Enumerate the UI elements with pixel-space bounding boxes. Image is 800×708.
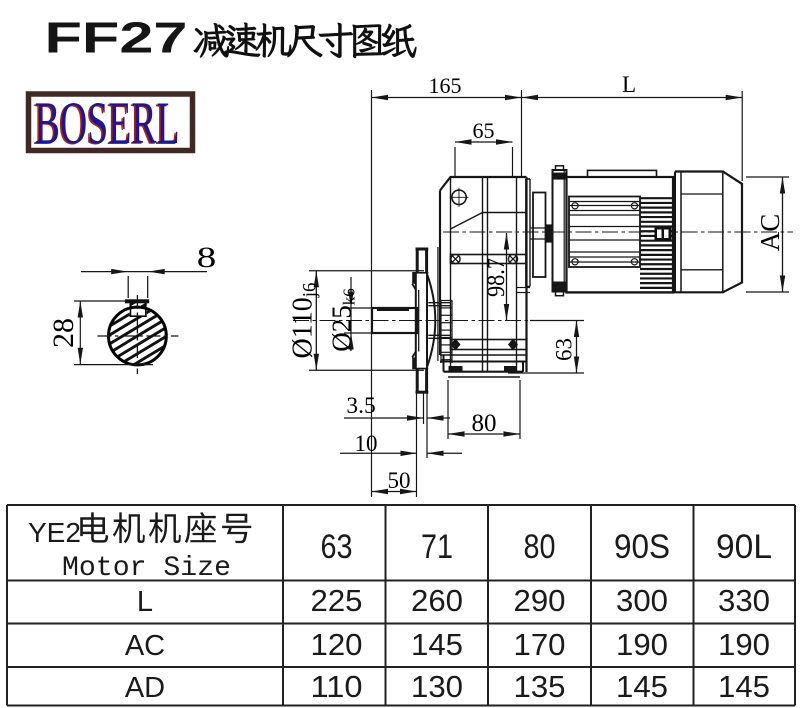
svg-text:71: 71: [421, 528, 453, 566]
svg-text:225: 225: [311, 583, 363, 618]
svg-text:130: 130: [411, 669, 463, 704]
svg-text:290: 290: [514, 583, 566, 618]
svg-text:190: 190: [616, 627, 668, 662]
svg-text:8: 8: [197, 240, 216, 274]
svg-text:50: 50: [388, 468, 411, 493]
svg-text:28: 28: [47, 318, 80, 348]
svg-text:90S: 90S: [614, 528, 670, 566]
svg-text:AC: AC: [125, 630, 165, 662]
svg-text:65: 65: [473, 118, 495, 143]
svg-text:10: 10: [355, 431, 378, 456]
svg-text:110: 110: [311, 669, 363, 704]
svg-text:FF27: FF27: [45, 14, 188, 63]
svg-text:BOSERL: BOSERL: [35, 89, 180, 156]
svg-text:145: 145: [616, 669, 668, 704]
svg-text:330: 330: [718, 583, 770, 618]
svg-text:AD: AD: [125, 672, 165, 704]
svg-text:120: 120: [311, 627, 363, 662]
svg-text:3.5: 3.5: [346, 393, 375, 419]
svg-text:260: 260: [411, 583, 463, 618]
svg-text:63: 63: [552, 338, 577, 361]
svg-text:BOSERL: BOSERL: [33, 90, 178, 157]
svg-text:L: L: [622, 72, 636, 97]
svg-text:98.7: 98.7: [483, 258, 510, 297]
svg-text:L: L: [137, 586, 153, 618]
svg-text:AC: AC: [755, 214, 785, 252]
svg-text:63: 63: [321, 528, 353, 566]
svg-text:165: 165: [429, 73, 462, 98]
svg-text:135: 135: [514, 669, 566, 704]
svg-text:145: 145: [718, 669, 770, 704]
svg-text:Motor Size: Motor Size: [62, 553, 231, 584]
svg-text:80: 80: [472, 410, 497, 437]
svg-text:190: 190: [718, 627, 770, 662]
svg-text:170: 170: [514, 627, 566, 662]
svg-text:90L: 90L: [716, 528, 772, 566]
svg-text:YE2: YE2: [28, 517, 81, 548]
svg-text:145: 145: [411, 627, 463, 662]
svg-text:300: 300: [616, 583, 668, 618]
svg-text:80: 80: [524, 528, 556, 566]
